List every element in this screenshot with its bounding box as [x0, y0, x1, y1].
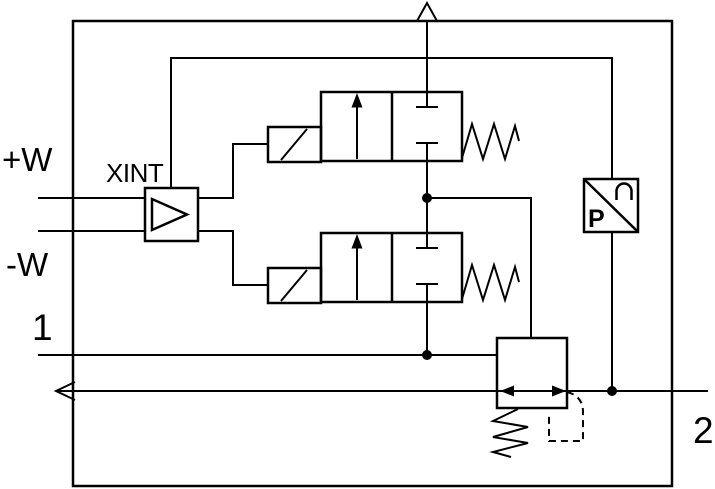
setpoint-minus-label: -W: [6, 246, 49, 283]
sensor-label: P: [588, 205, 605, 233]
tee-blocked-port-icon: [416, 233, 438, 302]
output-to-top-solenoid: [198, 143, 268, 199]
flow-arrow-left-head: [500, 385, 514, 397]
setpoint-plus-label: +W: [2, 141, 53, 178]
enclosure-outline: [71, 19, 674, 488]
junction-dot-icon: [422, 350, 432, 360]
zigzag-spring-icon: [461, 261, 520, 304]
amplifier-output-lines: [198, 143, 268, 286]
port-1-label: 1: [32, 307, 53, 348]
inlet-valve: [266, 231, 520, 355]
open-triangle-up-icon: [415, 0, 439, 22]
output-to-bottom-solenoid: [198, 230, 268, 286]
triangle-right-icon: [150, 197, 191, 232]
vertical-zigzag-spring-icon: [489, 408, 529, 458]
exhaust-port-top: [415, 0, 439, 92]
output-line-2: [53, 381, 708, 401]
mid-connections: [422, 161, 532, 338]
supply-line-1: [38, 350, 497, 360]
diaphragm-dome-icon: [615, 182, 633, 200]
sensor-diagonal: [584, 179, 638, 232]
pilot-branch-line: [427, 197, 532, 338]
open-arrow-left-icon: [53, 381, 76, 401]
port-2-label: 2: [693, 410, 714, 451]
flow-arrow-right-head: [552, 385, 566, 397]
arrow-up-head: [351, 93, 363, 108]
regulator-box: [495, 336, 569, 410]
tee-blocked-port-icon: [416, 92, 438, 161]
solenoid-slash: [280, 128, 308, 161]
zigzag-spring-icon: [461, 120, 520, 163]
pressure-sensor: P: [582, 177, 640, 391]
amplifier-box: [143, 186, 200, 243]
solenoid-slash: [280, 269, 308, 302]
arrow-up-head: [351, 234, 363, 249]
exhaust-valve: [266, 90, 520, 164]
pressure-regulator: [489, 336, 584, 458]
junction-dot-icon: [422, 193, 432, 203]
amplifier-label: XINT: [106, 158, 164, 188]
setpoint-inputs: [38, 197, 145, 232]
dashed-pilot-line-icon: [548, 391, 584, 442]
feedback-rail-line: [170, 57, 613, 188]
xint-amplifier: XINT: [106, 158, 200, 243]
feedback-rail: [170, 57, 613, 188]
